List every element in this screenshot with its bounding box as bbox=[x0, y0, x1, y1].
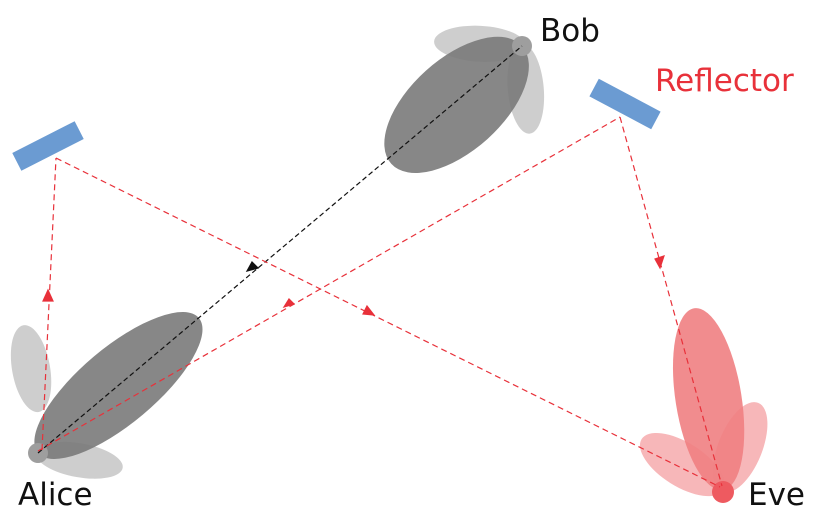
reflector-label: Reflector bbox=[655, 63, 794, 99]
eve-main-lobe bbox=[672, 308, 745, 491]
ray-alice-to-left-reflector bbox=[41, 157, 57, 451]
ray-arrow-to-eve-down bbox=[654, 255, 665, 270]
right-reflector-panel bbox=[589, 78, 661, 130]
ray-alice-to-right-reflector bbox=[37, 116, 621, 452]
line-of-sight-path bbox=[37, 45, 523, 454]
los-arrow-head bbox=[245, 261, 260, 272]
alice-side-lobe-upper bbox=[10, 325, 52, 413]
ray-arrow-to-eve-diag bbox=[362, 304, 376, 316]
bob-beam-pattern bbox=[384, 25, 545, 173]
alice-label: Alice bbox=[18, 477, 93, 513]
eve-node bbox=[712, 481, 734, 503]
bob-label: Bob bbox=[540, 13, 600, 49]
ray-right-reflector-to-eve bbox=[619, 116, 723, 487]
eve-label: Eve bbox=[748, 477, 806, 513]
ray-left-reflector-to-eve bbox=[55, 157, 721, 488]
eve-side-lobe-left bbox=[639, 433, 725, 497]
propagation-paths bbox=[37, 45, 723, 488]
alice-beam-pattern bbox=[10, 312, 203, 479]
eve-beam-pattern bbox=[639, 308, 768, 503]
ray-arrow-right-reflector bbox=[282, 298, 296, 309]
ray-arrow-left-reflector bbox=[42, 288, 54, 302]
left-reflector-panel bbox=[12, 121, 84, 171]
